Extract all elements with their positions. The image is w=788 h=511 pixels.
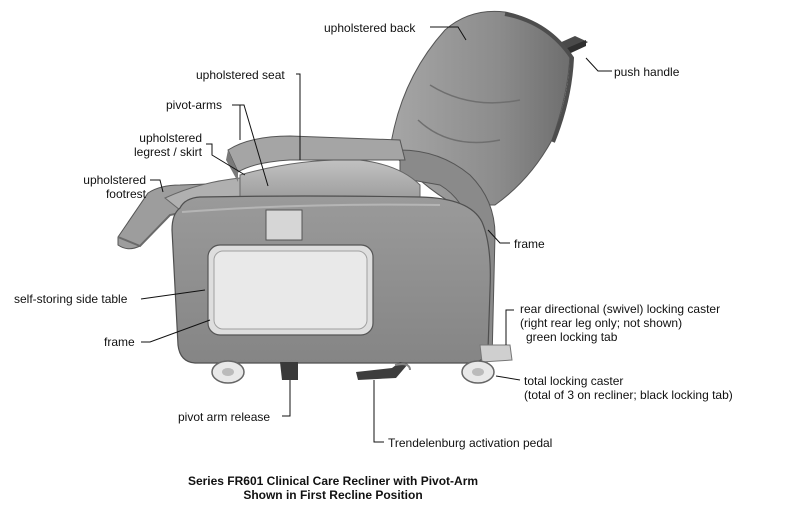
side-table (207, 209, 374, 336)
upholstered-seat (239, 159, 421, 201)
rear-caster (461, 360, 495, 384)
front-caster (211, 360, 245, 384)
label-upholstered-footrest-line2: footrest (105, 187, 146, 201)
label-rear-caster-line2: (right rear leg only; not shown) (520, 316, 683, 330)
label-trendelenburg-pedal: Trendelenburg activation pedal (388, 436, 553, 450)
label-frame-right: frame (514, 237, 545, 251)
label-frame-left: frame (104, 335, 135, 349)
label-total-caster-line1: total locking caster (524, 374, 624, 388)
label-total-caster-line2: (total of 3 on recliner; black locking t… (524, 388, 733, 402)
label-rear-caster-line1: rear directional (swivel) locking caster (520, 302, 721, 316)
label-pivot-arm-release: pivot arm release (178, 410, 271, 424)
caption-line2: Shown in First Recline Position (243, 488, 423, 502)
label-rear-caster-line3: green locking tab (526, 330, 618, 344)
label-upholstered-footrest-line1: upholstered (83, 173, 146, 187)
label-upholstered-seat: upholstered seat (196, 68, 285, 82)
trendelenburg-pedal (356, 362, 411, 380)
caption-line1: Series FR601 Clinical Care Recliner with… (187, 474, 479, 488)
label-upholstered-back: upholstered back (324, 21, 416, 35)
label-upholstered-legrest-line2: legrest / skirt (133, 145, 202, 159)
label-push-handle: push handle (614, 65, 680, 79)
label-self-storing-side-table: self-storing side table (14, 292, 128, 306)
pivot-arm-release (280, 362, 298, 380)
leader-lines (140, 26, 612, 443)
pivot-arm (226, 135, 406, 182)
label-pivot-arms: pivot-arms (166, 98, 223, 112)
label-upholstered-legrest-line1: upholstered (139, 131, 202, 145)
rear-caster-bracket (479, 344, 513, 363)
